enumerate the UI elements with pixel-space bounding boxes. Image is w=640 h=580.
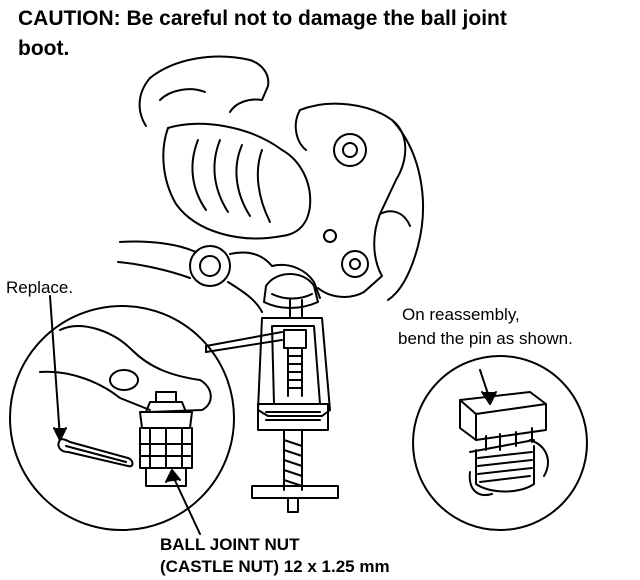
ball-joint-remover-tool	[252, 300, 338, 512]
bent-pin-detail-circle	[413, 356, 587, 530]
replace-label: Replace.	[6, 278, 74, 297]
reassembly-label-line-2: bend the pin as shown.	[398, 329, 573, 348]
caution-line-1: CAUTION: Be careful not to damage the ba…	[18, 7, 507, 30]
caution-text: CAUTION: Be careful not to damage the ba…	[18, 4, 618, 64]
castle-nut-detail-circle	[10, 306, 234, 530]
leader-lines	[50, 296, 496, 534]
steering-knuckle-drawing	[118, 57, 423, 312]
nut-label-line-1: BALL JOINT NUT	[160, 535, 300, 554]
caution-line-2: boot.	[18, 37, 70, 60]
nut-label-line-2: (CASTLE NUT) 12 x 1.25 mm	[160, 557, 390, 576]
reassembly-label-line-1: On reassembly,	[402, 305, 520, 324]
